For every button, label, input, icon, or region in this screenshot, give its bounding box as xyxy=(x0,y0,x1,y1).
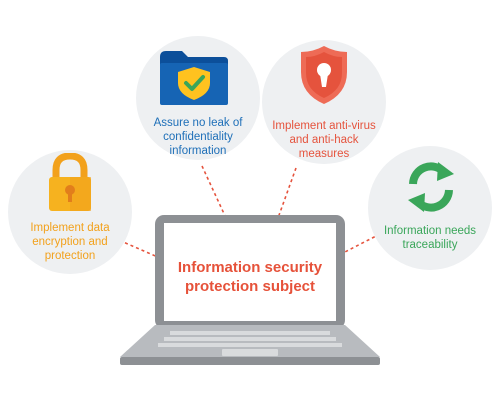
connector-antivirus xyxy=(277,167,297,219)
node-antivirus-line2: and anti-hack xyxy=(289,134,359,146)
node-encryption-line2: encryption and xyxy=(32,236,108,248)
node-encryption-label: Implement data encryption and protection xyxy=(8,221,132,263)
center-title-line2: protection subject xyxy=(184,278,315,295)
padlock-icon xyxy=(49,153,91,211)
node-confidentiality-label: Assure no leak of confidentiality inform… xyxy=(136,116,260,158)
node-encryption-circle xyxy=(8,150,132,274)
center-title-line1: Information security xyxy=(177,259,323,276)
node-antivirus-line3: measures xyxy=(298,148,350,160)
node-traceability-line1: Information needs xyxy=(383,225,477,237)
node-encryption-line1: Implement data xyxy=(30,222,110,234)
connector-confidentiality xyxy=(201,165,227,219)
laptop-icon xyxy=(120,215,380,365)
node-encryption-line3: protection xyxy=(44,250,96,262)
folder-shield-check-icon xyxy=(160,51,228,105)
node-confidentiality-line2: confidentiality xyxy=(163,131,233,143)
node-confidentiality-line3: information xyxy=(169,145,227,157)
shield-keyhole-icon xyxy=(301,46,347,104)
node-antivirus-line1: Implement anti-virus xyxy=(272,120,376,132)
refresh-arrows-icon xyxy=(408,162,454,212)
node-traceability-label: Information needs traceability xyxy=(368,224,492,252)
node-antivirus-label: Implement anti-virus and anti-hack measu… xyxy=(262,119,386,161)
node-confidentiality-line1: Assure no leak of xyxy=(153,117,243,129)
center-title: Information security protection subject xyxy=(166,258,334,296)
connector-traceability xyxy=(340,233,381,255)
node-traceability-line2: traceability xyxy=(402,239,458,251)
